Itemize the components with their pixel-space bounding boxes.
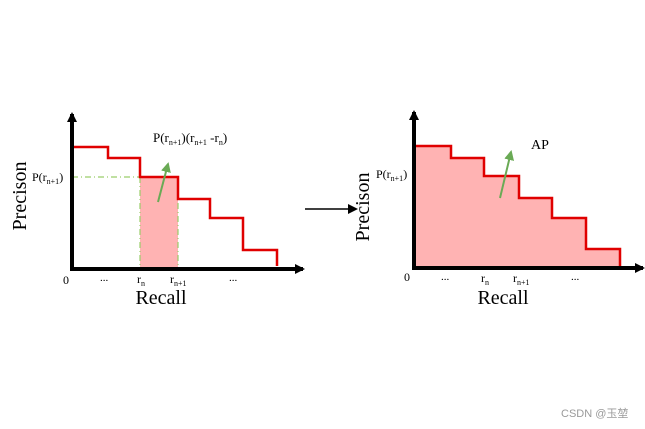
left-shaded-interval [140, 177, 178, 269]
left-x-tick-dots-2: ... [229, 272, 238, 284]
left-y-tick-label: P(rn+1) [32, 170, 63, 186]
left-annotation-formula: P(rn+1)(rn+1 -rn) [153, 130, 227, 147]
left-x-tick-rn: rn [137, 272, 145, 288]
left-x-tick-rn1: rn+1 [170, 272, 187, 288]
right-y-axis-label: Precison [352, 173, 374, 242]
left-x-axis-label: Recall [135, 287, 187, 309]
left-y-axis-label: Precison [9, 162, 31, 231]
right-x-tick-rn: rn [481, 271, 489, 287]
left-panel: Precison Recall 0 P(rn+1) ... rn rn+1 ..… [9, 112, 305, 309]
right-x-tick-rn1: rn+1 [513, 271, 530, 287]
right-annotation-arrow [499, 150, 515, 199]
right-pr-curve [414, 144, 622, 266]
left-x-tick-dots-1: ... [100, 272, 109, 284]
right-x-axis-label: Recall [477, 287, 529, 309]
left-pr-curve [72, 145, 279, 266]
watermark: CSDN @玉堃 [561, 406, 628, 420]
right-x-tick-dots-2: ... [571, 271, 580, 283]
right-y-tick-label: P(rn+1) [376, 167, 407, 183]
right-origin-label: 0 [404, 270, 410, 284]
right-ap-area [414, 146, 620, 268]
right-x-tick-dots-1: ... [441, 271, 450, 283]
right-annotation-ap: AP [531, 138, 549, 153]
left-origin-label: 0 [63, 273, 69, 287]
right-panel: Precison Recall 0 P(rn+1) ... rn rn+1 ..… [352, 110, 645, 309]
left-annotation-arrow [157, 162, 171, 203]
